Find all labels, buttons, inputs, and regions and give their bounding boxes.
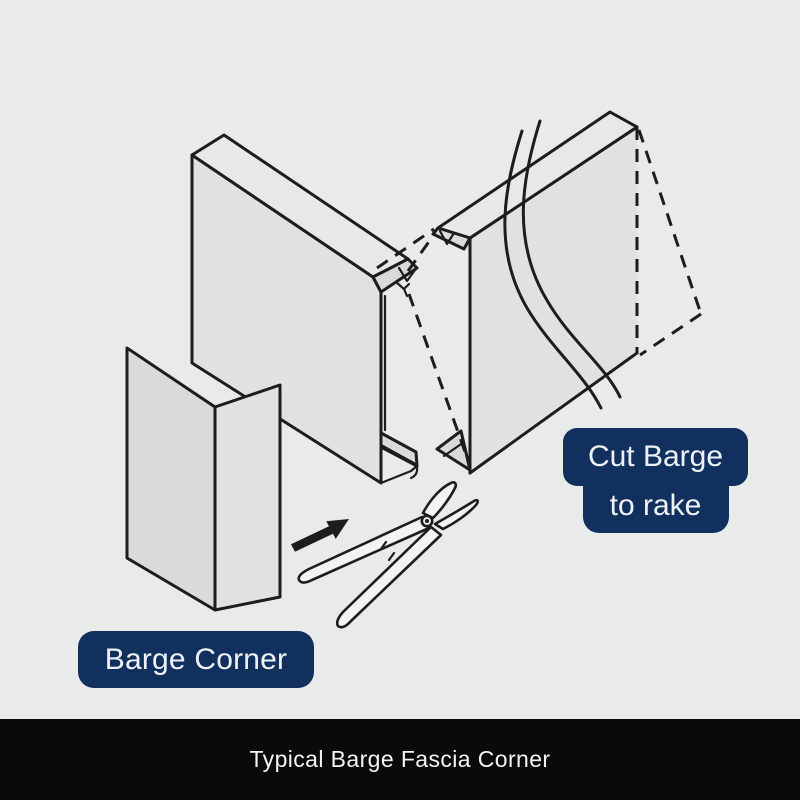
snips-handle-upper bbox=[297, 515, 431, 584]
break-lines bbox=[503, 119, 622, 410]
cut-barge-callout: Cut Barge to rake bbox=[563, 428, 748, 533]
cutoff-outline-top bbox=[637, 129, 703, 315]
joint-guide-lower bbox=[406, 235, 435, 272]
snips-pivot-bolt bbox=[425, 519, 429, 523]
break-line-right bbox=[521, 119, 622, 399]
figure-caption: Typical Barge Fascia Corner bbox=[249, 746, 551, 772]
cut-guide-dashed-lines bbox=[376, 129, 703, 464]
cut-barge-callout-line2: to rake bbox=[582, 479, 729, 533]
cutoff-outline-bottom bbox=[639, 312, 702, 357]
right-bottom-fold-line bbox=[442, 440, 466, 458]
right-panel-front-face bbox=[470, 127, 637, 473]
top-fold-notch bbox=[397, 266, 417, 283]
cut-barge-callout-line1: Cut Barge bbox=[563, 428, 748, 486]
footer-title-bar: Typical Barge Fascia Corner bbox=[0, 719, 800, 800]
top-fold-hem bbox=[394, 280, 411, 291]
barge-corner-callout: Barge Corner bbox=[78, 631, 314, 688]
joint-guide-upper bbox=[376, 227, 435, 270]
bottom-lip-edge bbox=[379, 464, 419, 485]
rake-cut-edge bbox=[468, 351, 639, 475]
barge-corner-piece bbox=[125, 346, 282, 612]
right-fascia-panel bbox=[431, 110, 639, 475]
bottom-lip-curl bbox=[408, 459, 419, 480]
left-fascia-panel bbox=[190, 133, 419, 485]
right-top-fold-notch bbox=[438, 229, 456, 246]
corner-right-face bbox=[213, 383, 282, 612]
snips-blade-lower bbox=[433, 498, 480, 531]
break-line-left bbox=[503, 129, 603, 410]
tin-snips-icon bbox=[297, 481, 480, 629]
direction-arrow-icon bbox=[291, 519, 349, 552]
top-fold-stem bbox=[402, 287, 409, 298]
left-panel-top-fold bbox=[371, 257, 419, 294]
snips-stop-tabs bbox=[379, 540, 396, 562]
bottom-lip-line bbox=[379, 443, 412, 463]
snips-blade-upper bbox=[421, 481, 458, 520]
snips-handle-lower bbox=[335, 525, 443, 629]
rake-guide-line bbox=[407, 293, 471, 464]
corner-left-face bbox=[125, 346, 217, 612]
